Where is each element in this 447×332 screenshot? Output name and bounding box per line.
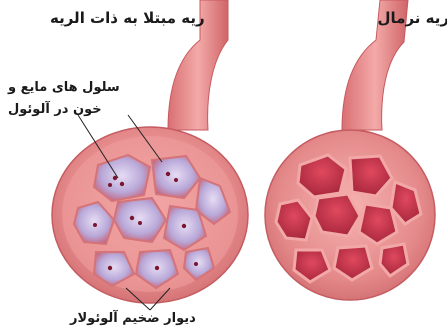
title-normal-lung: ریه نرمال [378, 9, 447, 27]
annotation-fluid-cells-line2: خون در آلوئول [8, 102, 102, 117]
alveoli-cluster-diseased [52, 127, 248, 303]
annotation-fluid-cells-line1: سلول های مایع و [8, 80, 120, 95]
annotation-thick-wall: دیوار ضخیم آلوئولار [70, 311, 196, 326]
alveolus-normal [314, 194, 360, 236]
title-diseased-lung: ریه مبتلا به ذات الریه [50, 9, 205, 27]
alveoli-cluster-normal [265, 130, 435, 300]
